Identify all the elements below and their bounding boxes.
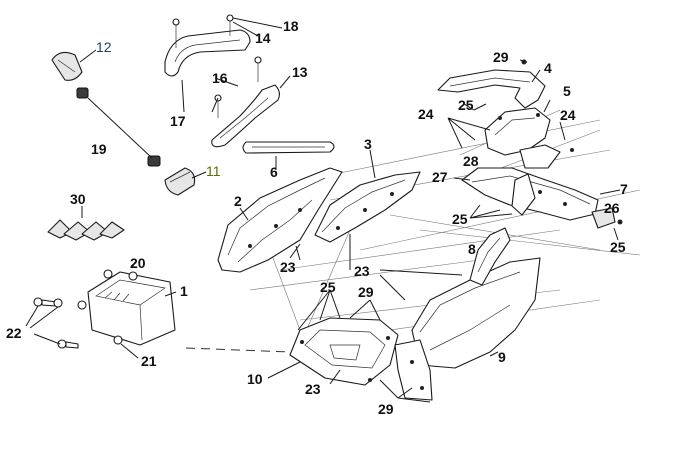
part-21-leader [120,343,139,359]
callout-30: 30 [70,191,86,207]
callout-29-mid: 29 [358,284,374,300]
callout-25-top: 25 [458,97,474,113]
part-11-rear-indicator-lens [147,155,207,196]
part-1-control-unit [77,261,177,346]
part-7-rear-lamp-carrier [453,167,623,241]
callout-1: 1 [180,283,188,299]
callout-23-center: 23 [354,263,370,279]
callout-26: 26 [604,200,620,216]
callout-13: 13 [292,64,308,80]
part-19-leader [87,97,153,159]
part-10-underseat-tray [267,317,399,386]
part-2-left-side-cover [217,167,343,273]
part-25-leader-bottom [297,289,341,331]
callout-27: 27 [432,169,448,185]
part-5-seat-latch-frame [447,99,574,169]
part-23-leader-left [289,243,301,261]
callout-21: 21 [141,353,157,369]
part-12-front-indicator-lens [51,49,97,99]
callout-28: 28 [463,153,479,169]
callout-22: 22 [6,325,22,341]
callout-25-mid: 25 [452,211,468,227]
part-4-rear-grab-rail [437,59,546,109]
part-25-leader-top [463,103,487,111]
part-13-side-grab-handle [181,56,291,148]
part-22-screws [25,297,79,349]
part-8-frame-stay [469,227,511,286]
callout-10: 10 [247,371,263,387]
callout-9: 9 [498,349,506,365]
part-29-leader-bottom [379,379,431,403]
callout-18: 18 [283,18,299,34]
part-9-rear-body-panel [394,257,541,401]
callout-4: 4 [544,60,552,76]
callout-23-left: 23 [280,259,296,275]
callout-25-bottom: 25 [320,279,336,295]
callout-24-right: 24 [560,107,576,123]
callout-8: 8 [468,241,476,257]
callout-17: 17 [170,113,186,129]
part-3-right-side-cover [314,149,421,243]
callout-25-right: 25 [610,239,626,255]
part-6-trim-strip [242,141,335,168]
part-30-emblem [47,206,125,241]
callout-2: 2 [234,193,242,209]
callout-6: 6 [270,164,278,180]
part-29-leader-mid [349,299,381,321]
callout-labels: 1 2 3 4 5 6 7 8 9 10 11 12 13 14 16 17 1… [6,18,628,417]
part-23-leader-center [349,234,463,301]
callout-19: 19 [91,141,107,157]
part-18-grab-handle [164,14,283,77]
callout-7: 7 [620,181,628,197]
callout-11: 11 [206,163,221,179]
callout-5: 5 [563,83,571,99]
callout-29-bottom: 29 [378,401,394,417]
callout-20: 20 [130,255,146,271]
callout-24-left: 24 [418,106,434,122]
callout-29-top: 29 [493,49,509,65]
callout-14: 14 [255,30,271,46]
part-23-leader-bottom [329,369,341,385]
part-25-leader-mid [469,204,513,219]
callout-23-bottom: 23 [305,381,321,397]
callout-3: 3 [364,136,372,152]
callout-12: 12 [96,39,112,55]
hidden-connection-line [185,347,291,353]
callout-16: 16 [212,70,228,86]
